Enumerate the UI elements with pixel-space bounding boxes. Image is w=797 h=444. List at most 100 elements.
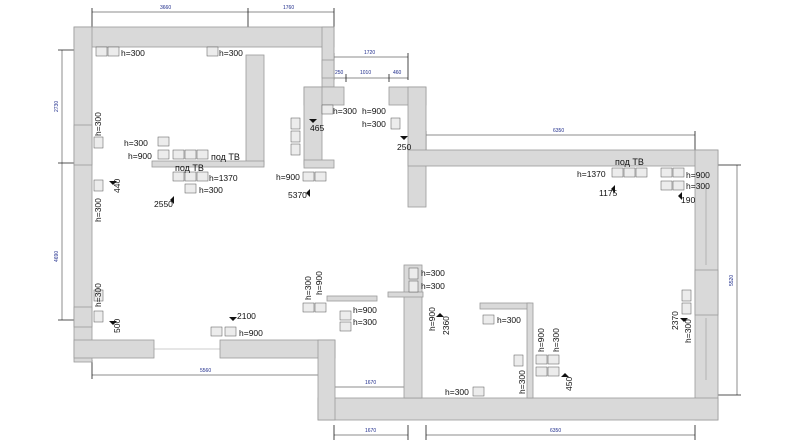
label-h900: h=900 xyxy=(128,151,152,161)
label-465: 465 xyxy=(310,123,324,133)
socket-icon xyxy=(172,149,185,160)
label-h300: h=300 xyxy=(333,106,357,116)
socket-icon xyxy=(290,143,301,156)
socket-icon xyxy=(210,326,223,337)
label-h300: h=300 xyxy=(421,281,445,291)
socket-icon xyxy=(681,302,692,315)
socket-icon xyxy=(93,136,104,149)
label-h900: h=900 xyxy=(314,271,324,295)
socket-icon xyxy=(314,171,327,182)
socket-icon xyxy=(157,136,170,147)
label-2100: 2100 xyxy=(237,311,256,321)
label-h300: h=300 xyxy=(93,112,103,136)
socket-icon xyxy=(623,167,636,178)
label-2370: 2370 xyxy=(670,311,680,330)
socket-icon xyxy=(660,180,673,191)
label-h300: h=300 xyxy=(121,48,145,58)
dim-corr-b: 1010 xyxy=(360,70,371,76)
dimension-texts: 3660 1760 1720 250 1010 460 6350 2730 46… xyxy=(54,5,735,434)
label-h300: h=300 xyxy=(497,315,521,325)
arrow-icon xyxy=(680,318,688,322)
socket-icon xyxy=(660,167,673,178)
label-h300: h=300 xyxy=(517,370,527,394)
arrow-icon xyxy=(309,119,317,123)
dim-top-corridor: 1720 xyxy=(364,50,375,56)
arrow-icon xyxy=(306,189,310,197)
socket-icon xyxy=(196,171,209,182)
label-5370: 5370 xyxy=(288,190,307,200)
label-2550: 2550 xyxy=(154,199,173,209)
socket-icon xyxy=(390,117,401,130)
socket-icon xyxy=(672,167,685,178)
dim-left-lower: 4690 xyxy=(54,251,60,262)
label-pod-tv: под ТВ xyxy=(175,163,204,173)
dim-right: 5520 xyxy=(729,275,735,286)
label-h900: h=900 xyxy=(353,305,377,315)
label-440: 440 xyxy=(112,179,122,193)
label-h300: h=300 xyxy=(353,317,377,327)
dim-top-room1: 3660 xyxy=(160,5,171,11)
dim-top-big: 6350 xyxy=(553,128,564,134)
dim-bottom-mid2: 1670 xyxy=(365,428,376,434)
label-190: 190 xyxy=(681,195,695,205)
arrow-icon xyxy=(229,317,237,321)
socket-icon xyxy=(172,171,185,182)
socket-icon xyxy=(611,167,624,178)
label-h900: h=900 xyxy=(239,328,263,338)
walls xyxy=(73,26,719,421)
arrow-icon xyxy=(611,185,615,193)
socket-icon xyxy=(302,171,315,182)
socket-icon xyxy=(339,310,352,321)
socket-icon xyxy=(93,179,104,192)
socket-icon xyxy=(290,130,301,143)
label-h300: h=300 xyxy=(93,198,103,222)
label-h300: h=300 xyxy=(219,48,243,58)
label-h900: h=900 xyxy=(427,307,437,331)
socket-icon xyxy=(408,267,419,280)
label-2360: 2360 xyxy=(441,316,451,335)
socket-icon xyxy=(302,302,315,313)
dim-left-upper: 2730 xyxy=(54,101,60,112)
socket-icon xyxy=(535,354,548,365)
left-wall-pier xyxy=(73,124,93,166)
label-h900: h=900 xyxy=(276,172,300,182)
socket-icon xyxy=(93,289,104,302)
label-h300: h=300 xyxy=(199,185,223,195)
label-pod-tv: под ТВ xyxy=(211,152,240,162)
socket-icon xyxy=(224,326,237,337)
label-h300: h=300 xyxy=(421,268,445,278)
label-pod-tv: под ТВ xyxy=(615,157,644,167)
label-1175: 1175 xyxy=(599,188,618,198)
dim-top-room2: 1760 xyxy=(283,5,294,11)
socket-icon xyxy=(339,321,352,332)
socket-icon xyxy=(157,149,170,160)
socket-icon xyxy=(321,104,334,115)
socket-icon xyxy=(184,149,197,160)
label-h300: h=300 xyxy=(686,181,710,191)
label-h900: h=900 xyxy=(362,106,386,116)
socket-icon xyxy=(482,314,495,325)
socket-icon xyxy=(184,183,197,194)
label-h300: h=300 xyxy=(303,276,313,300)
label-250: 250 xyxy=(397,142,411,152)
arrow-icon xyxy=(400,136,408,140)
socket-icon xyxy=(290,117,301,130)
arrow-icon xyxy=(109,181,117,185)
socket-icon xyxy=(107,46,120,57)
label-h300: h=300 xyxy=(362,119,386,129)
label-h900: h=900 xyxy=(536,328,546,352)
socket-icon xyxy=(681,289,692,302)
dim-bottom-mid: 1670 xyxy=(365,380,376,386)
label-h900: h=900 xyxy=(686,170,710,180)
socket-icon xyxy=(93,310,104,323)
label-h1370: h=1370 xyxy=(209,173,238,183)
socket-icon xyxy=(206,46,219,57)
socket-icon xyxy=(408,280,419,293)
socket-icon xyxy=(547,366,560,377)
socket-icon xyxy=(184,171,197,182)
socket-icon xyxy=(513,354,524,367)
socket-icon xyxy=(95,46,108,57)
dim-bottom-room1: 5560 xyxy=(200,368,211,374)
socket-icon xyxy=(535,366,548,377)
